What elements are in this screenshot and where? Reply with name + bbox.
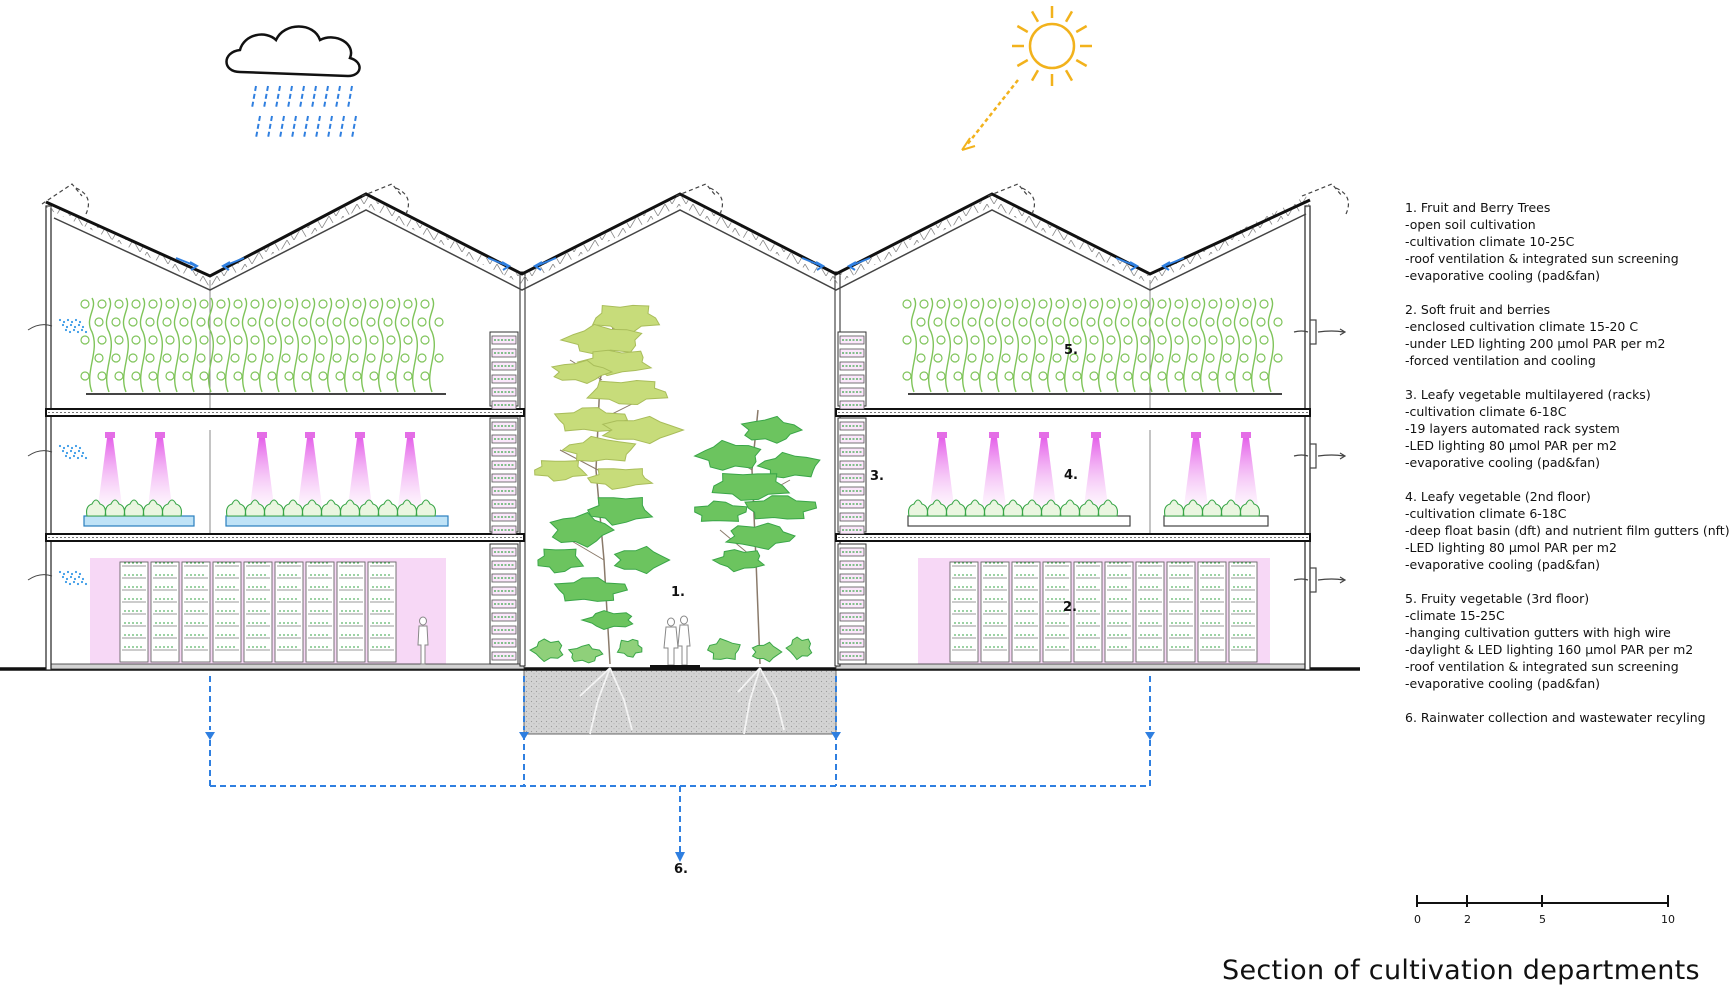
legend-line: -daylight & LED lighting 160 µmol PAR pe… <box>1405 642 1694 657</box>
cloud-icon <box>225 25 361 78</box>
legend-line: -evaporative cooling (pad&fan) <box>1405 268 1601 283</box>
legend-line: -LED lighting 80 µmol PAR per m2 <box>1405 540 1617 555</box>
sawtooth-roof <box>45 192 1311 291</box>
vertical-racks <box>489 331 867 665</box>
roof-vents <box>41 183 1349 215</box>
label-5: 5. <box>1064 343 1078 358</box>
led-lights <box>98 432 1258 506</box>
legend-section-3: 3. Leafy vegetable multilayered (racks) -… <box>1405 386 1695 471</box>
gutter-arrows <box>175 257 1185 271</box>
right-wall <box>1304 205 1311 671</box>
legend-line: -deep float basin (dft) and nutrient fil… <box>1405 523 1730 538</box>
rainwater-collection-pipes <box>209 676 1151 852</box>
page-title: Section of cultivation departments <box>1222 955 1700 986</box>
nft-gutter <box>907 515 1131 527</box>
legend-section-6: 6. Rainwater collection and wastewater r… <box>1405 709 1706 726</box>
legend-line: -roof ventilation & integrated sun scree… <box>1405 251 1679 266</box>
legend-line: -enclosed cultivation climate 15-20 C <box>1405 319 1639 334</box>
label-1: 1. <box>671 585 685 600</box>
fruit-trees <box>529 304 821 735</box>
scale-tick-10: 10 <box>1661 913 1675 926</box>
floor-slabs <box>45 408 1311 542</box>
legend: 1. Fruit and Berry Trees -open soil culti… <box>1405 199 1730 743</box>
legend-heading: 2. Soft fruit and berries <box>1405 302 1551 317</box>
evaporative-cooling-sprays <box>27 318 88 586</box>
scale-bar <box>1416 895 1669 907</box>
legend-line: -evaporative cooling (pad&fan) <box>1405 676 1601 691</box>
nft-gutter <box>1163 515 1269 527</box>
legend-line: -cultivation climate 6-18C <box>1405 404 1567 419</box>
float-basin <box>225 515 449 527</box>
legend-heading: 4. Leafy vegetable (2nd floor) <box>1405 489 1591 504</box>
legend-line: -cultivation climate 10-25C <box>1405 234 1575 249</box>
float-basin <box>83 515 195 527</box>
label-4: 4. <box>1064 468 1078 483</box>
legend-heading: 3. Leafy vegetable multilayered (racks) <box>1405 387 1651 402</box>
legend-section-5: 5. Fruity vegetable (3rd floor) -climate … <box>1405 590 1695 692</box>
person-icon <box>417 615 691 666</box>
label-3: 3. <box>870 469 884 484</box>
legend-line: -forced ventilation and cooling <box>1405 353 1596 368</box>
legend-section-1: 1. Fruit and Berry Trees -open soil culti… <box>1405 199 1695 284</box>
leafy-vegetables <box>86 499 1260 517</box>
sun-icon <box>961 6 1092 151</box>
legend-heading: 1. Fruit and Berry Trees <box>1405 200 1551 215</box>
legend-line: -19 layers automated rack system <box>1405 421 1620 436</box>
label-6: 6. <box>674 862 688 877</box>
scale-tick-5: 5 <box>1539 913 1546 926</box>
legend-line: -cultivation climate 6-18C <box>1405 506 1567 521</box>
scale-tick-0: 0 <box>1414 913 1421 926</box>
legend-section-2: 2. Soft fruit and berries -enclosed culti… <box>1405 301 1695 369</box>
legend-heading: 5. Fruity vegetable (3rd floor) <box>1405 591 1590 606</box>
legend-section-4: 4. Leafy vegetable (2nd floor) -cultivati… <box>1405 488 1730 573</box>
legend-line: -evaporative cooling (pad&fan) <box>1405 455 1601 470</box>
legend-line: -roof ventilation & integrated sun scree… <box>1405 659 1679 674</box>
side-vents <box>1293 319 1347 593</box>
legend-line: -climate 15-25C <box>1405 608 1505 623</box>
legend-line: -evaporative cooling (pad&fan) <box>1405 557 1601 572</box>
rain-icon <box>251 85 357 139</box>
scale-tick-2: 2 <box>1464 913 1471 926</box>
greenhouse-section <box>0 183 1360 735</box>
left-wall <box>45 205 52 671</box>
soil-pit <box>523 667 837 735</box>
legend-heading: 6. Rainwater collection and wastewater r… <box>1405 710 1706 725</box>
legend-line: -under LED lighting 200 µmol PAR per m2 <box>1405 336 1666 351</box>
fruity-vegetable-vines <box>80 297 1283 393</box>
label-2: 2. <box>1063 600 1077 615</box>
flow-arrowheads <box>205 732 1155 862</box>
legend-line: -open soil cultivation <box>1405 217 1536 232</box>
legend-line: -hanging cultivation gutters with high w… <box>1405 625 1671 640</box>
legend-line: -LED lighting 80 µmol PAR per m2 <box>1405 438 1617 453</box>
soft-fruit-shelves <box>119 561 1258 663</box>
